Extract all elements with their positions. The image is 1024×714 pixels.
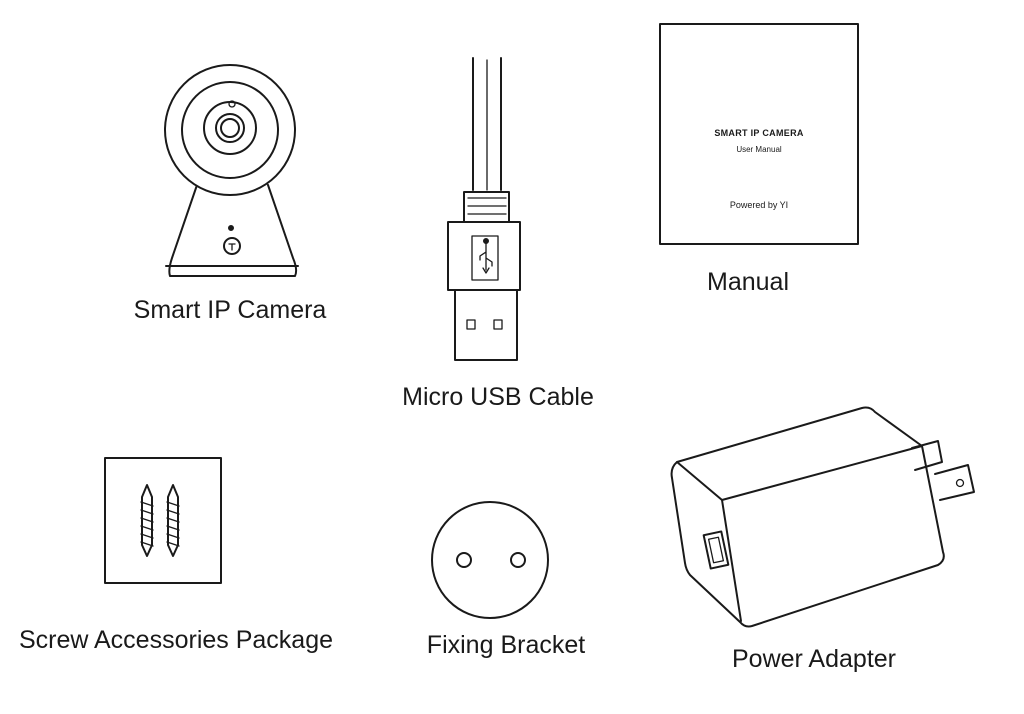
manual-label: Manual [707, 268, 789, 296]
manual-illustration [659, 23, 859, 245]
usb-cable-label: Micro USB Cable [402, 383, 594, 411]
usb-cable-illustration [447, 57, 521, 361]
screws-illustration [104, 457, 222, 584]
camera-illustration [164, 64, 299, 277]
manual-cover-subtitle: User Manual [736, 145, 782, 154]
camera-label: Smart IP Camera [133, 296, 327, 324]
adapter-illustration [670, 406, 975, 628]
screws-label: Screw Accessories Package [18, 626, 334, 654]
bracket-label: Fixing Bracket [426, 631, 586, 659]
bracket-illustration [431, 501, 549, 619]
manual-cover-title: SMART IP CAMERA [714, 128, 804, 138]
manual-cover-footer: Powered by YI [729, 200, 789, 210]
adapter-label: Power Adapter [732, 645, 896, 673]
